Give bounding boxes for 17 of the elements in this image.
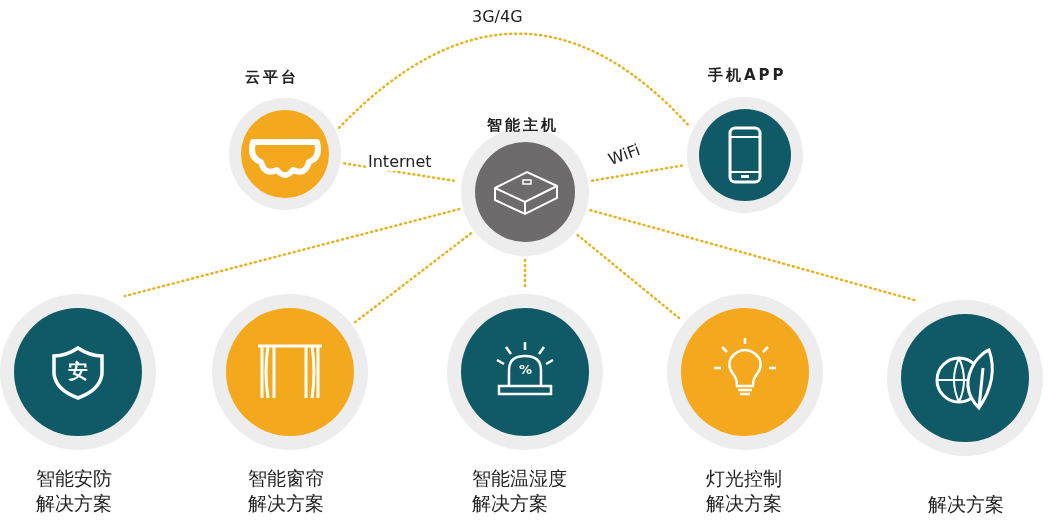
icon-glyph: 安 [68,361,88,381]
edge-label: 3G/4G [470,8,525,26]
dotted-connector [590,164,686,182]
node-label: 智能安防解决方案 [36,466,113,516]
node-label: 智能温湿度解决方案 [472,466,568,516]
dotted-connector [576,233,683,322]
node-label: 手机APP [708,66,787,85]
dotted-connector [123,207,461,298]
icon-glyph: % [519,363,533,376]
node-label: 灯光控制解决方案 [706,466,783,516]
node-label: 云平台 [245,68,299,87]
dotted-connector [353,232,473,324]
node-label: 智能主机 [487,116,559,135]
edge-label: Internet [366,153,434,171]
node-label: 解决方案 [928,492,1005,517]
dotted-connector [337,32,692,130]
node-label: 智能窗帘解决方案 [248,466,325,516]
